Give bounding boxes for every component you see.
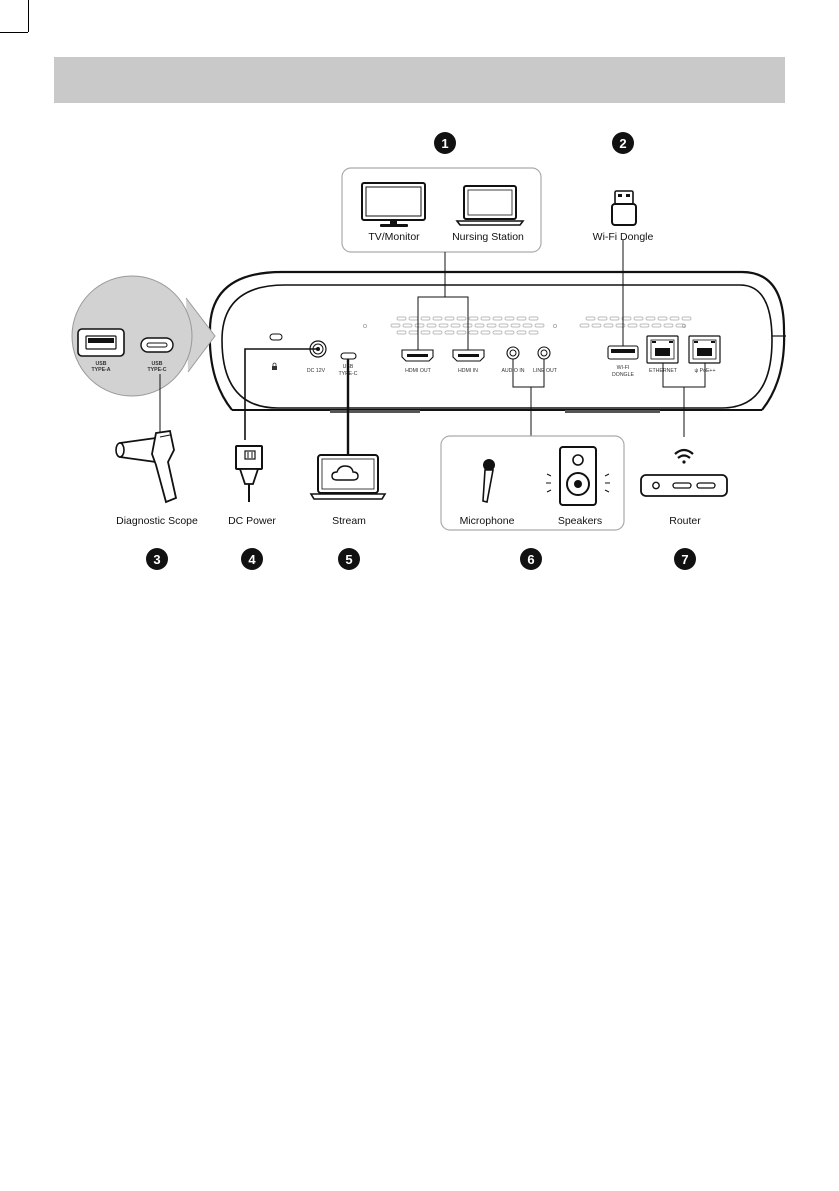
callout-1: 1 xyxy=(434,132,456,154)
callout-1-text: 1 xyxy=(441,136,448,151)
nursing-station-label: Nursing Station xyxy=(452,231,524,243)
line-out-label: LINE OUT xyxy=(533,368,558,374)
speakers-label: Speakers xyxy=(558,515,602,527)
usb-c-port xyxy=(341,353,356,359)
laptop-icon xyxy=(457,186,523,225)
stream-label: Stream xyxy=(332,515,366,527)
callout-6-text: 6 xyxy=(527,552,534,567)
diagnostic-scope-label: Diagnostic Scope xyxy=(116,515,198,527)
hdmi-in-label: HDMI IN xyxy=(458,368,478,374)
dc-power-plug-icon xyxy=(236,446,262,502)
usb-a-label-2: TYPE-A xyxy=(91,367,110,373)
usb-c-zoom-label-2: TYPE-C xyxy=(147,367,166,373)
audio-in-jack xyxy=(507,347,519,359)
callout-5: 5 xyxy=(338,548,360,570)
crop-mark-horizontal xyxy=(0,32,28,33)
callout-7-text: 7 xyxy=(681,552,688,567)
lock-slot xyxy=(270,334,282,340)
line-out-jack xyxy=(538,347,550,359)
poe-port xyxy=(689,336,720,363)
monitor-icon xyxy=(362,183,425,227)
dc-power-label: DC Power xyxy=(228,515,276,527)
wifi-dongle-port xyxy=(608,346,638,359)
diagnostic-scope-icon xyxy=(116,431,176,502)
tv-monitor-label: TV/Monitor xyxy=(368,231,420,243)
wifi-signal-icon xyxy=(675,450,693,464)
callout-2: 2 xyxy=(612,132,634,154)
crop-mark-vertical xyxy=(28,0,29,32)
callout-4: 4 xyxy=(241,548,263,570)
callout-5-text: 5 xyxy=(345,552,352,567)
router-label: Router xyxy=(669,515,701,527)
hdmi-out-label: HDMI OUT xyxy=(405,368,431,374)
stream-laptop-icon xyxy=(311,455,385,499)
callout-3: 3 xyxy=(146,548,168,570)
dc-12v-label: DC 12V xyxy=(307,368,326,374)
callout-2-text: 2 xyxy=(619,136,626,151)
microphone-label: Microphone xyxy=(460,515,515,527)
ethernet-port xyxy=(647,336,678,363)
router-icon xyxy=(641,475,727,496)
callout-3-text: 3 xyxy=(153,552,160,567)
connection-diagram: 1 2 3 4 5 6 7 TV/Monitor Nursing Station… xyxy=(0,110,839,580)
section-header-bar xyxy=(54,57,785,103)
wifi-port-label-1: WI-FI xyxy=(617,365,630,371)
callout-7: 7 xyxy=(674,548,696,570)
usb-dongle-icon xyxy=(612,191,636,225)
callout-4-text: 4 xyxy=(248,552,256,567)
callout-6: 6 xyxy=(520,548,542,570)
port-zoom-callout xyxy=(72,276,215,396)
wifi-port-label-2: DONGLE xyxy=(612,372,634,378)
